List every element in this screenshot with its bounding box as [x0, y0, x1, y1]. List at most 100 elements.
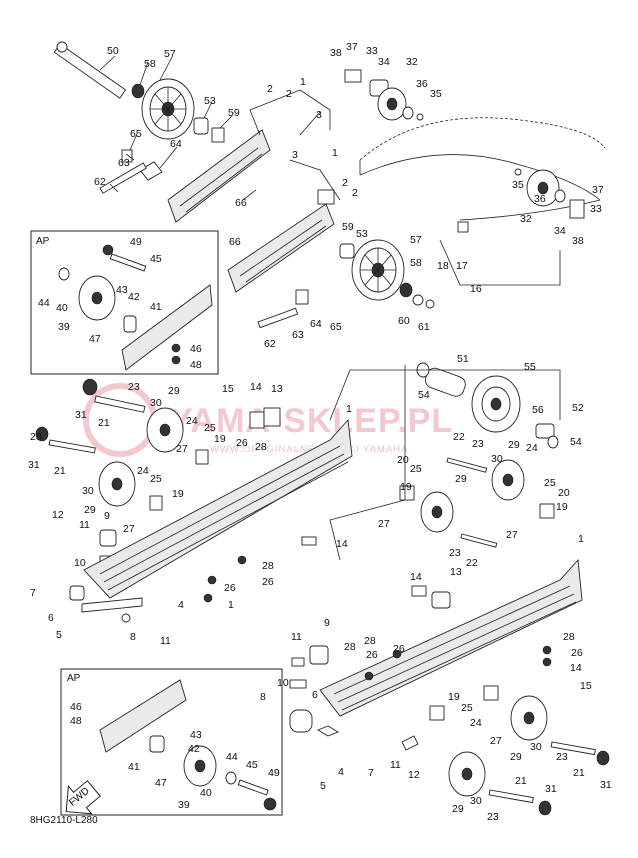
callout-53: 53: [204, 95, 216, 107]
callout-14a: 14: [250, 381, 262, 393]
callout-30b: 30: [82, 485, 94, 497]
callout-11a: 11: [79, 519, 90, 531]
callout-43b: 43: [190, 729, 202, 741]
callout-45b: 45: [246, 759, 258, 771]
callout-15a: 15: [222, 383, 234, 395]
callout-17: 17: [456, 260, 468, 272]
callout-18: 18: [437, 260, 449, 272]
callout-29a: 29: [168, 385, 180, 397]
callout-66a: 66: [235, 197, 247, 209]
callout-27d: 27: [506, 529, 518, 541]
callout-16: 16: [470, 283, 482, 295]
callout-45a: 45: [150, 253, 162, 265]
callout-42b: 42: [188, 743, 200, 755]
track-outline: [359, 117, 606, 221]
callout-11c: 11: [291, 631, 302, 643]
callout-63b: 63: [292, 329, 304, 341]
callout-42a: 42: [128, 291, 140, 303]
callout-28a: 28: [255, 441, 267, 453]
callout-3a: 3: [316, 109, 322, 121]
callout-11b: 11: [160, 635, 171, 647]
callout-26a: 26: [236, 437, 248, 449]
callout-26b: 26: [262, 576, 274, 588]
callout-65b: 65: [330, 321, 342, 333]
callout-5a: 5: [56, 629, 62, 641]
callout-66b: 66: [229, 236, 241, 248]
callout-38a: 38: [330, 47, 342, 59]
callout-26d: 26: [366, 649, 378, 661]
callout-19a: 19: [214, 433, 226, 445]
callout-48a: 48: [190, 359, 202, 371]
callout-39a: 39: [58, 321, 70, 333]
callout-14b: 14: [336, 538, 348, 550]
callout-33b: 33: [590, 203, 602, 215]
callout-47b: 47: [155, 777, 167, 789]
callout-46b: 46: [70, 701, 82, 713]
callout-38b: 38: [572, 235, 584, 247]
callout-58: 58: [144, 58, 156, 70]
middle-left-wheels: [35, 378, 281, 565]
callout-54b: 54: [570, 436, 582, 448]
callout-labels: 50 57 58 53 59 2 2 1 3 65 64 63 62 66 38…: [28, 41, 612, 823]
callout-7b: 7: [368, 767, 374, 779]
callout-2d: 2: [352, 187, 358, 199]
callout-19c: 19: [400, 481, 412, 493]
callout-53b: 53: [356, 228, 368, 240]
callout-41b: 41: [128, 761, 140, 773]
diagram-code: 8HG2110-L280: [30, 815, 98, 826]
callout-36a: 36: [416, 78, 428, 90]
callout-61: 61: [418, 321, 430, 333]
main-rail-left: [69, 418, 353, 623]
callout-14c: 14: [410, 571, 422, 583]
callout-1c: 1: [346, 403, 352, 415]
callout-27e: 27: [490, 735, 502, 747]
callout-1d: 1: [578, 533, 584, 545]
callout-10b: 10: [277, 677, 289, 689]
callout-41a: 41: [150, 301, 162, 313]
callout-57: 57: [164, 48, 176, 60]
callout-31a: 31: [75, 409, 87, 421]
callout-65a: 65: [130, 128, 142, 140]
callout-40b: 40: [200, 787, 212, 799]
callout-29d: 29: [455, 473, 467, 485]
callout-35a: 35: [430, 88, 442, 100]
callout-24d: 24: [470, 717, 482, 729]
main-rail-right: [289, 558, 610, 816]
callout-30d: 30: [530, 741, 542, 753]
callout-22b: 22: [466, 557, 478, 569]
callout-27a: 27: [176, 443, 188, 455]
callout-6a: 6: [48, 612, 54, 624]
callout-24a: 24: [186, 415, 198, 427]
callout-37a: 37: [346, 41, 358, 53]
callout-30c: 30: [491, 453, 503, 465]
callout-25b: 25: [150, 473, 162, 485]
callout-22a: 22: [453, 431, 465, 443]
inset-ap-upper-label: AP: [36, 236, 50, 247]
callout-10a: 10: [74, 557, 86, 569]
callout-29e: 29: [510, 751, 522, 763]
callout-35b: 35: [512, 179, 524, 191]
callout-33a: 33: [366, 45, 378, 57]
callout-64a: 64: [170, 138, 182, 150]
callout-11d: 11: [390, 759, 401, 771]
callout-28b: 28: [262, 560, 274, 572]
callout-8b: 8: [260, 691, 266, 703]
callout-49b: 49: [268, 767, 280, 779]
callout-31c: 31: [600, 779, 612, 791]
callout-32b: 32: [520, 213, 532, 225]
callout-23b: 23: [30, 431, 42, 443]
callout-2c: 2: [342, 177, 348, 189]
callout-31d: 31: [545, 783, 557, 795]
callout-12b: 12: [408, 769, 420, 781]
callout-34a: 34: [378, 56, 390, 68]
watermark-subtitle: WWW.ORYGINALNE CZESCI YAMAHA: [210, 444, 409, 455]
callout-56: 56: [532, 404, 544, 416]
callout-25d: 25: [544, 477, 556, 489]
upper-left-rail: [167, 129, 271, 223]
middle-right-wheels: [399, 362, 559, 548]
callout-20a: 20: [397, 454, 409, 466]
callout-20b: 20: [558, 487, 570, 499]
callout-25c: 25: [410, 463, 422, 475]
callout-19e: 19: [448, 691, 460, 703]
